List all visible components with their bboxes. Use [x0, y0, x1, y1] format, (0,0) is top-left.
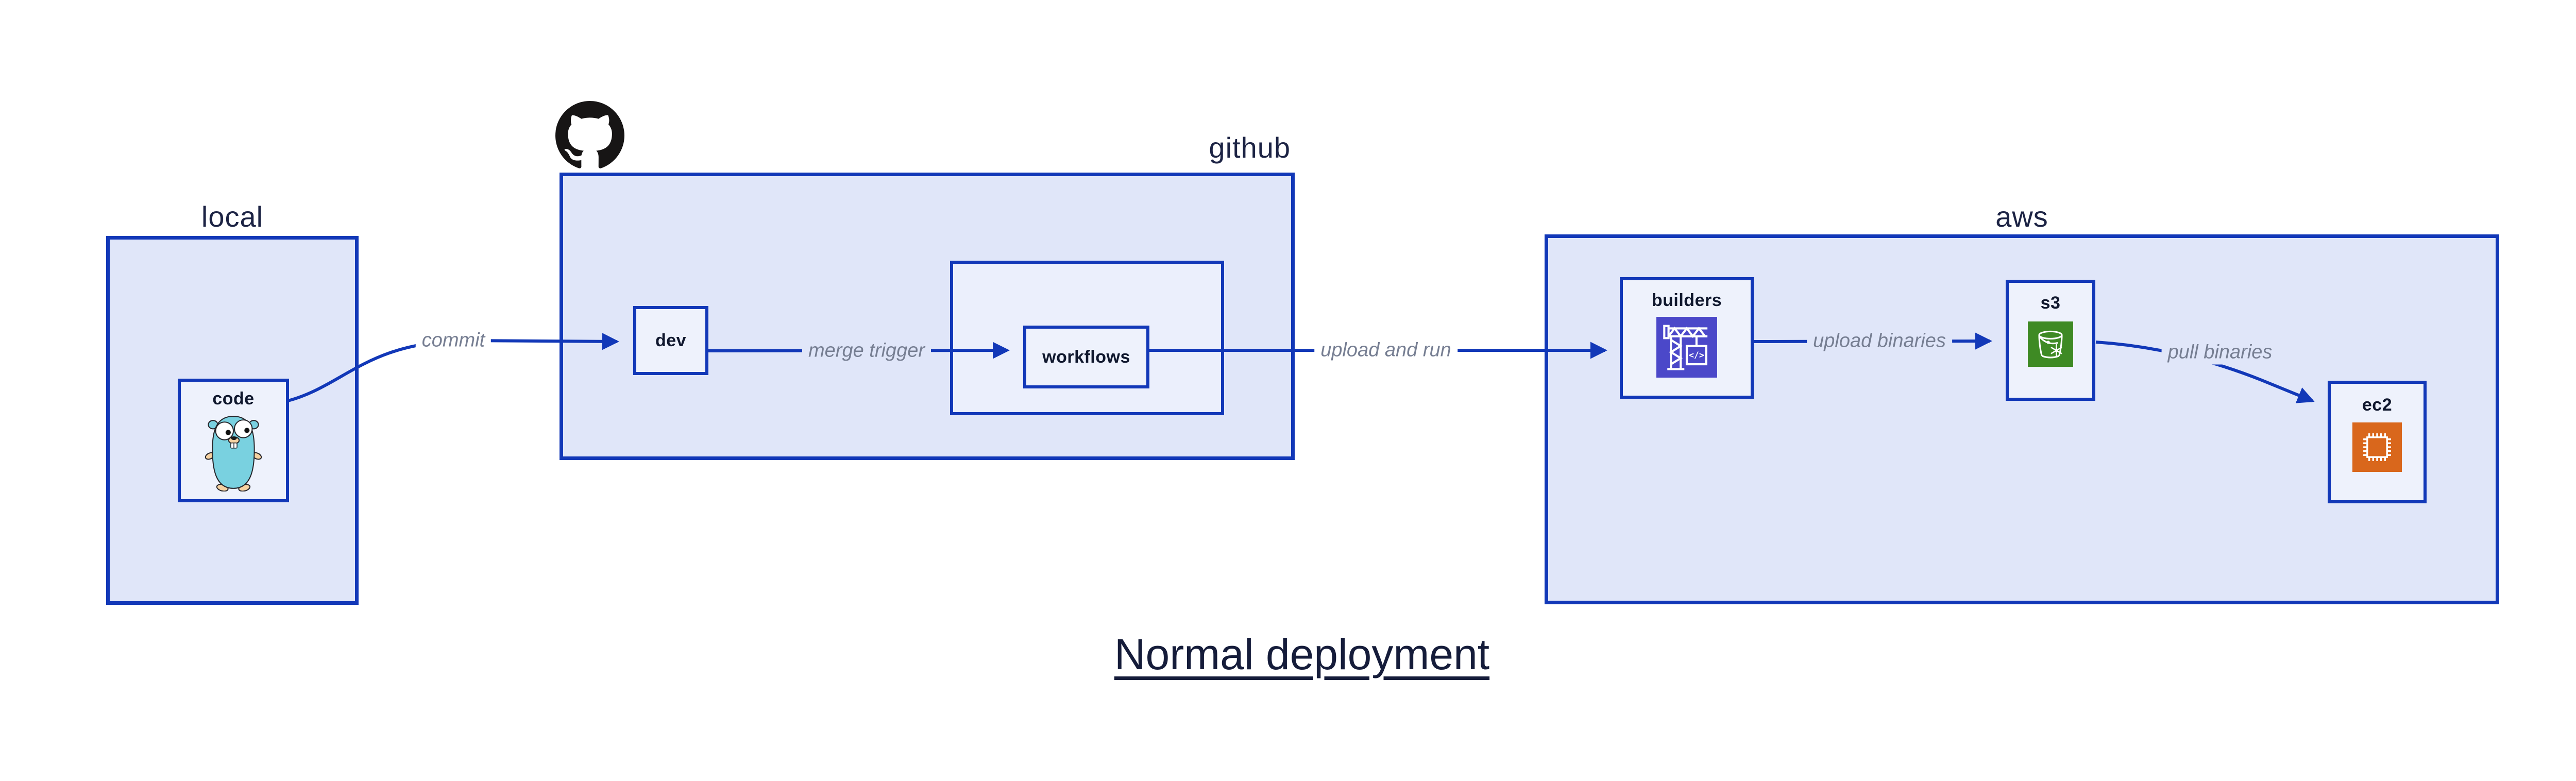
go-gopher-icon — [205, 413, 262, 494]
node-builders-label: builders — [1651, 291, 1722, 310]
node-ec2-label: ec2 — [2362, 395, 2393, 415]
node-workflows: workflows — [1023, 326, 1149, 388]
node-workflows-label: workflows — [1042, 347, 1130, 367]
edge-merge-trigger-label: merge trigger — [802, 338, 931, 363]
node-code: code — [178, 379, 289, 502]
codebuild-code-glyph: </> — [1689, 350, 1704, 360]
node-dev: dev — [633, 306, 708, 375]
node-s3-label: s3 — [2040, 293, 2061, 313]
node-builders: builders </> — [1620, 277, 1754, 399]
aws-container-label: aws — [1995, 200, 2048, 233]
edge-upload-binaries-label: upload binaries — [1807, 329, 1952, 353]
github-container-label: github — [1209, 131, 1291, 164]
diagram-title: Normal deployment — [1114, 630, 1490, 678]
node-dev-label: dev — [655, 330, 687, 350]
edge-commit-label: commit — [415, 328, 492, 353]
node-code-label: code — [212, 389, 255, 409]
aws-codebuild-crane-icon: </> — [1656, 317, 1717, 380]
aws-ec2-chip-icon — [2352, 422, 2402, 474]
node-ec2: ec2 — [2328, 381, 2427, 503]
aws-s3-glacier-bucket-icon — [2028, 321, 2073, 369]
edge-upload-and-run-label: upload and run — [1314, 338, 1458, 363]
github-octocat-icon — [555, 101, 624, 170]
edge-pull-binaries-label: pull binaries — [2161, 340, 2279, 365]
local-container-label: local — [201, 200, 264, 233]
node-s3: s3 — [2006, 280, 2095, 401]
